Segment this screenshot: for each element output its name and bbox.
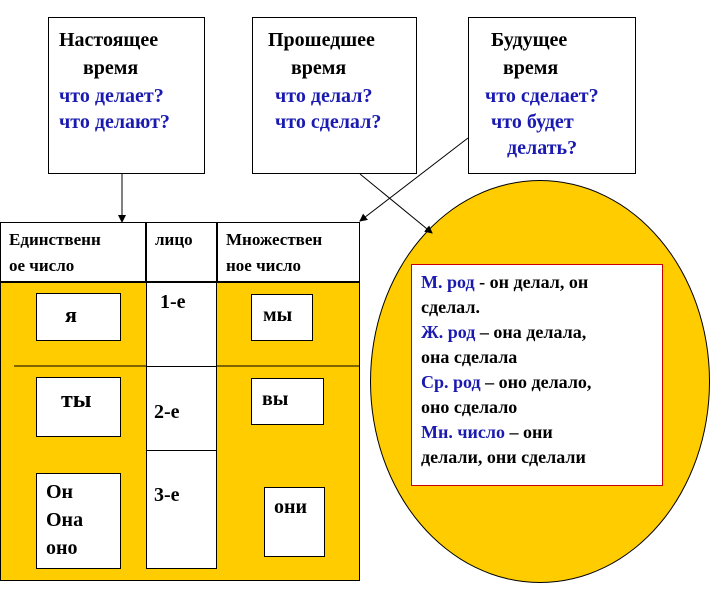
person-divider-1: [146, 366, 217, 367]
plural-text-2: делали, они сделали: [421, 447, 586, 467]
pronoun-ty: ты: [61, 387, 92, 413]
pronoun-ty-box: ты: [36, 377, 121, 437]
present-tense-box: Настоящее время что делает? что делают?: [48, 17, 205, 174]
header-person: лицо: [146, 222, 217, 282]
neut-line-1: Ср. род – оно делало,: [421, 370, 591, 395]
future-title-line-2: время: [503, 57, 559, 79]
past-tense-box: Прошедшее время что делал? что сделал?: [252, 17, 417, 174]
past-gender-box: М. род - он делал, он сделал. Ж. род – о…: [411, 264, 663, 486]
plural-label: Мн. число: [421, 422, 505, 442]
pronoun-third-singular-box: Он Она оно: [36, 473, 121, 569]
pronoun-my: мы: [263, 304, 293, 326]
pronoun-oni: они: [274, 496, 308, 518]
header-singular-line-1: Единственн: [9, 230, 101, 249]
person-third: 3-е: [154, 484, 180, 506]
pronoun-on: Он: [46, 481, 74, 503]
neut-line-2: оно сделало: [421, 395, 517, 420]
past-title-line-2: время: [291, 57, 347, 79]
header-plural-line-3: число: [226, 276, 271, 284]
present-title-line-1: Настоящее: [59, 29, 159, 51]
plural-line-2: делали, они сделали: [421, 445, 586, 470]
masc-line-1: М. род - он делал, он: [421, 270, 588, 295]
pronoun-ona: Она: [46, 509, 84, 531]
header-singular-line-3: число: [9, 276, 54, 284]
pronoun-oni-box: они: [264, 487, 325, 557]
person-second: 2-е: [154, 401, 180, 423]
past-title-line-1: Прошедшее: [268, 29, 375, 51]
header-singular-line-2: ое число: [9, 256, 75, 275]
present-question-2: что делают?: [59, 111, 170, 133]
future-question-3: делать?: [507, 137, 578, 159]
masc-text-1: - он делал, он: [474, 272, 589, 292]
past-question-2: что сделал?: [275, 111, 382, 133]
neut-text-2: оно сделало: [421, 397, 518, 417]
person-column: [146, 282, 217, 569]
header-person-label: лицо: [155, 230, 193, 249]
future-question-2: что будет: [491, 111, 574, 133]
fem-label: Ж. род: [421, 322, 476, 342]
pronoun-ya: я: [65, 302, 77, 327]
header-plural-line-1: Множествен: [226, 230, 323, 249]
plural-line-1: Мн. число – они: [421, 420, 553, 445]
fem-line-1: Ж. род – она делала,: [421, 320, 586, 345]
pronoun-vy: вы: [262, 388, 289, 410]
future-question-1: что сделает?: [485, 85, 599, 107]
past-arrow: [359, 173, 433, 234]
masc-label: М. род: [421, 272, 475, 292]
future-tense-box: Будущее время что сделает? что будет дел…: [468, 17, 636, 174]
past-question-1: что делал?: [275, 85, 373, 107]
masc-text-2: сделал.: [421, 297, 480, 317]
masc-line-2: сделал.: [421, 295, 480, 320]
neut-label: Ср. род: [421, 372, 481, 392]
header-plural: Множествен ное число число: [217, 222, 360, 284]
fem-line-2: она сделала: [421, 345, 517, 370]
person-first: 1-е: [160, 291, 186, 313]
header-plural-line-2: ное число: [226, 256, 302, 275]
plural-text-1: – они: [504, 422, 553, 442]
pronoun-my-box: мы: [251, 294, 313, 341]
future-title-line-1: Будущее: [491, 29, 568, 51]
pronoun-vy-box: вы: [251, 378, 324, 425]
present-title-line-2: время: [83, 57, 139, 79]
neut-text-1: – оно делало,: [480, 372, 592, 392]
present-question-1: что делает?: [59, 85, 164, 107]
future-arrow: [359, 137, 469, 222]
pronoun-ono: оно: [46, 537, 78, 559]
person-divider-2: [146, 450, 217, 451]
pronoun-ya-box: я: [36, 293, 121, 341]
fem-text-1: – она делала,: [475, 322, 587, 342]
fem-text-2: она сделала: [421, 347, 518, 367]
header-singular: Единственн ое число число: [0, 222, 146, 284]
